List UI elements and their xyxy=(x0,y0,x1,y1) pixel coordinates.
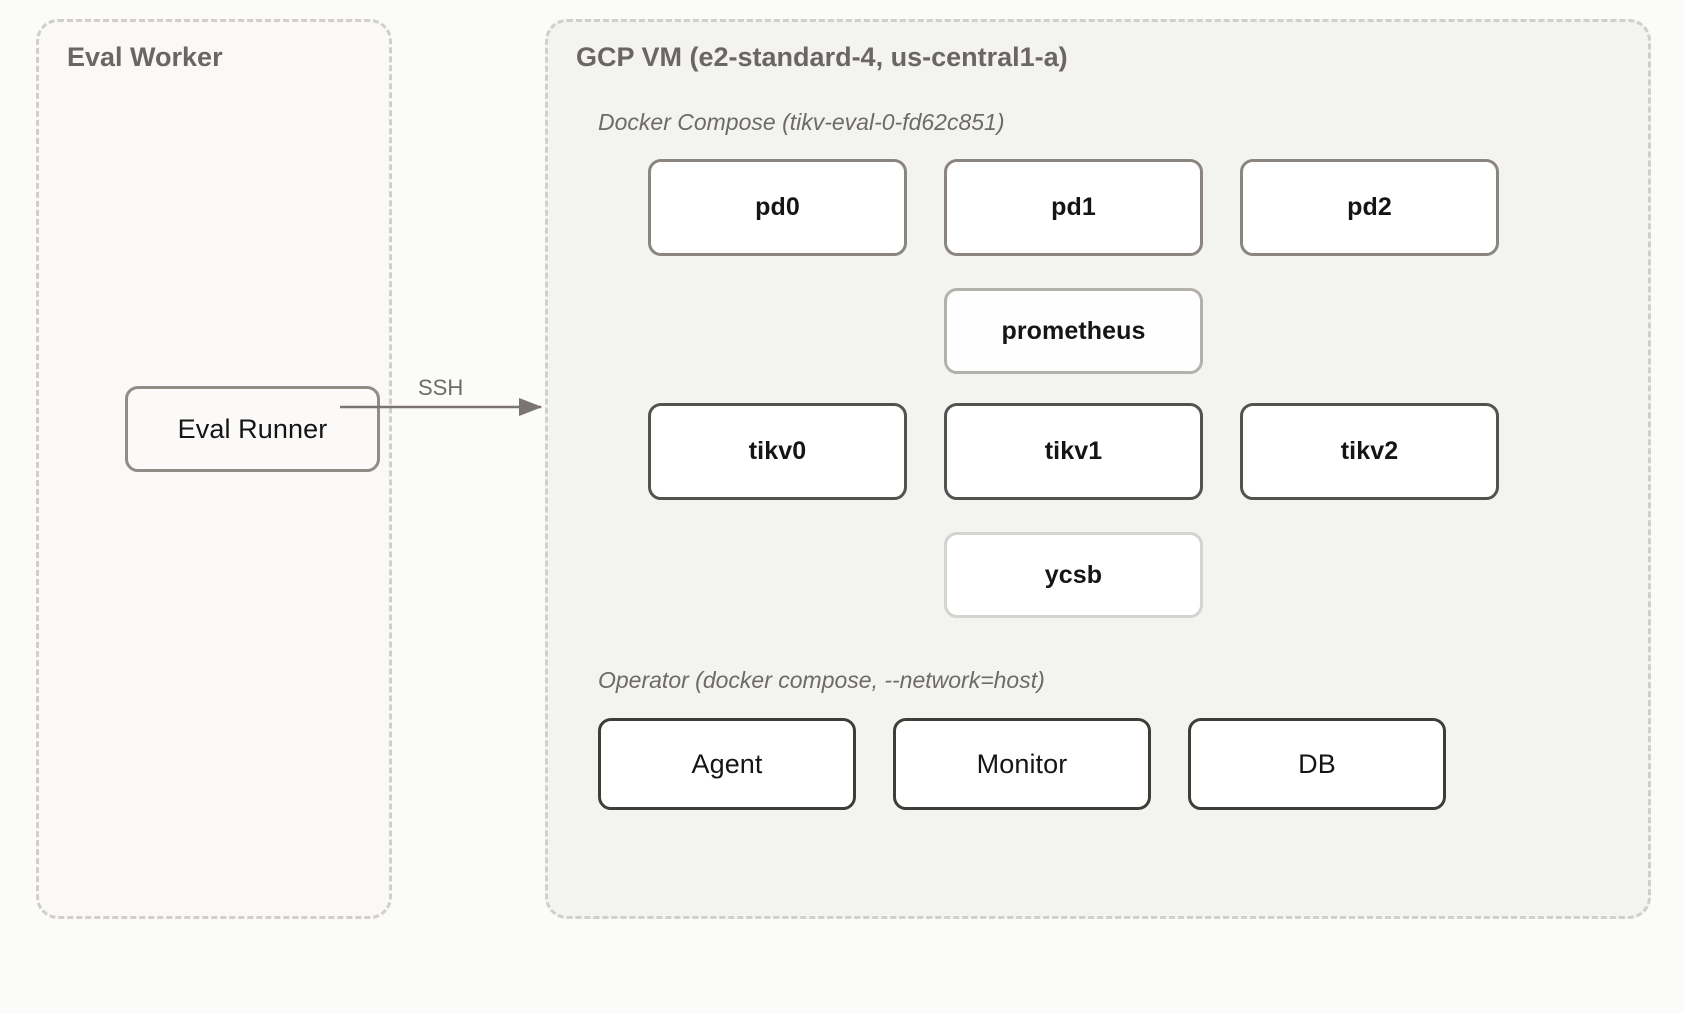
node-agent[interactable]: Agent xyxy=(598,718,856,810)
node-label-monitor: Monitor xyxy=(976,748,1068,779)
node-pd2[interactable]: pd2 xyxy=(1240,159,1499,256)
section-label-docker-compose: Docker Compose (tikv-eval-0-fd62c851) xyxy=(598,109,1005,135)
node-label-pd2: pd2 xyxy=(1347,193,1392,221)
section-label-operator: Operator (docker compose, --network=host… xyxy=(598,667,1045,693)
node-label-eval-runner: Eval Runner xyxy=(177,413,328,444)
node-label-tikv0: tikv0 xyxy=(748,437,807,465)
node-label-tikv2: tikv2 xyxy=(1340,437,1399,465)
node-tikv2[interactable]: tikv2 xyxy=(1240,403,1499,500)
node-label-agent: Agent xyxy=(691,748,763,779)
node-label-pd0: pd0 xyxy=(755,193,800,221)
group-title-eval-worker: Eval Worker xyxy=(67,42,223,72)
node-pd1[interactable]: pd1 xyxy=(944,159,1203,256)
group-gcp-vm: GCP VM (e2-standard-4, us-central1-a) Do… xyxy=(545,19,1651,919)
node-db[interactable]: DB xyxy=(1188,718,1446,810)
node-prometheus[interactable]: prometheus xyxy=(944,288,1203,374)
node-label-ycsb: ycsb xyxy=(1044,560,1103,589)
node-label-db: DB xyxy=(1298,748,1336,779)
node-label-prometheus: prometheus xyxy=(1001,316,1146,345)
node-ycsb[interactable]: ycsb xyxy=(944,532,1203,618)
node-monitor[interactable]: Monitor xyxy=(893,718,1151,810)
node-label-tikv1: tikv1 xyxy=(1044,437,1103,465)
group-eval-worker: Eval Worker Eval Runner xyxy=(36,19,392,919)
node-eval-runner[interactable]: Eval Runner xyxy=(125,386,380,472)
node-pd0[interactable]: pd0 xyxy=(648,159,907,256)
node-tikv1[interactable]: tikv1 xyxy=(944,403,1203,500)
group-title-gcp-vm: GCP VM (e2-standard-4, us-central1-a) xyxy=(576,42,1068,72)
node-label-pd1: pd1 xyxy=(1051,193,1096,221)
connector-label-ssh: SSH xyxy=(418,375,464,400)
node-tikv0[interactable]: tikv0 xyxy=(648,403,907,500)
